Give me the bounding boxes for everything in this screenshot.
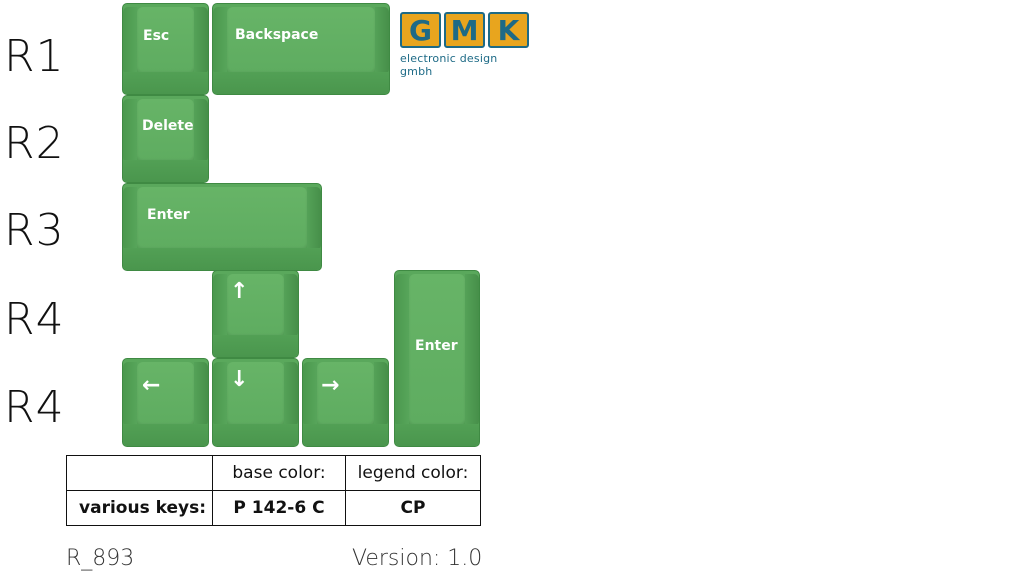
key-side — [284, 362, 298, 426]
key-front — [123, 248, 321, 270]
enter-wide-legend: Enter — [147, 207, 190, 223]
key-side — [284, 274, 298, 337]
key-top — [137, 7, 194, 74]
row-label-r3: R3 — [4, 205, 65, 256]
key-front — [123, 424, 208, 446]
key-side — [194, 99, 208, 162]
key-top — [227, 362, 284, 426]
key-top — [137, 187, 307, 250]
key-front — [303, 424, 388, 446]
table-cell-base-color: P 142-6 C — [212, 490, 346, 526]
delete-legend: Delete — [142, 118, 194, 134]
enter-wide-key: Enter — [122, 183, 322, 271]
logo-letters: G M K — [400, 12, 532, 48]
footer-version: Version: 1.0 — [352, 546, 483, 571]
key-front — [213, 72, 389, 94]
gmk-logo: G M K electronic design gmbh — [400, 12, 532, 78]
key-front — [395, 424, 479, 446]
key-front — [123, 160, 208, 182]
key-top — [409, 274, 465, 426]
color-spec-table: base color: legend color: various keys: … — [66, 455, 481, 526]
key-side — [465, 274, 479, 426]
row-label-r1: R1 — [4, 31, 65, 82]
key-side — [123, 99, 137, 162]
key-side — [374, 362, 388, 426]
esc-key: Esc — [122, 3, 209, 95]
row-label-r4-lower: R4 — [4, 382, 65, 433]
backspace-legend: Backspace — [235, 27, 319, 43]
key-side — [375, 7, 389, 74]
key-side — [213, 274, 227, 337]
table-header-cell: base color: — [212, 455, 346, 491]
row-label-r2: R2 — [4, 118, 65, 169]
key-side — [123, 7, 137, 74]
table-cell-legend-color: CP — [345, 490, 481, 526]
key-top — [227, 7, 375, 74]
key-front — [123, 72, 208, 94]
key-front — [213, 335, 298, 357]
enter-tall-legend: Enter — [415, 338, 458, 354]
key-side — [307, 187, 321, 250]
key-side — [194, 7, 208, 74]
key-front — [213, 424, 298, 446]
table-row: various keys: P 142-6 C CP — [66, 490, 481, 526]
left-arrow-icon: ← — [142, 373, 161, 398]
key-side — [213, 362, 227, 426]
key-side — [213, 7, 227, 74]
key-side — [123, 187, 137, 250]
delete-key: Delete — [122, 95, 209, 183]
logo-letter-k: K — [488, 12, 529, 48]
key-top — [137, 362, 194, 426]
left-arrow-key: ← — [122, 358, 209, 447]
key-top — [227, 274, 284, 337]
key-side — [194, 362, 208, 426]
up-arrow-key: ↑ — [212, 270, 299, 358]
right-arrow-key: → — [302, 358, 389, 447]
key-side — [395, 274, 409, 426]
footer-code: R_893 — [66, 546, 135, 571]
key-top — [137, 99, 194, 162]
table-header-cell: legend color: — [345, 455, 481, 491]
backspace-key: Backspace — [212, 3, 390, 95]
enter-tall-key: Enter — [394, 270, 480, 447]
logo-letter-m: M — [444, 12, 485, 48]
key-side — [123, 362, 137, 426]
right-arrow-icon: → — [321, 373, 340, 398]
up-arrow-icon: ↑ — [230, 279, 249, 304]
key-top — [317, 362, 374, 426]
down-arrow-icon: ↓ — [230, 367, 249, 392]
key-side — [303, 362, 317, 426]
table-cell-label: various keys: — [66, 490, 213, 526]
down-arrow-key: ↓ — [212, 358, 299, 447]
row-label-r4-upper: R4 — [4, 294, 65, 345]
logo-letter-g: G — [400, 12, 441, 48]
table-header-cell — [66, 455, 213, 491]
esc-legend: Esc — [143, 28, 170, 44]
logo-subtitle: electronic design gmbh — [400, 52, 498, 78]
table-header-row: base color: legend color: — [66, 455, 481, 491]
